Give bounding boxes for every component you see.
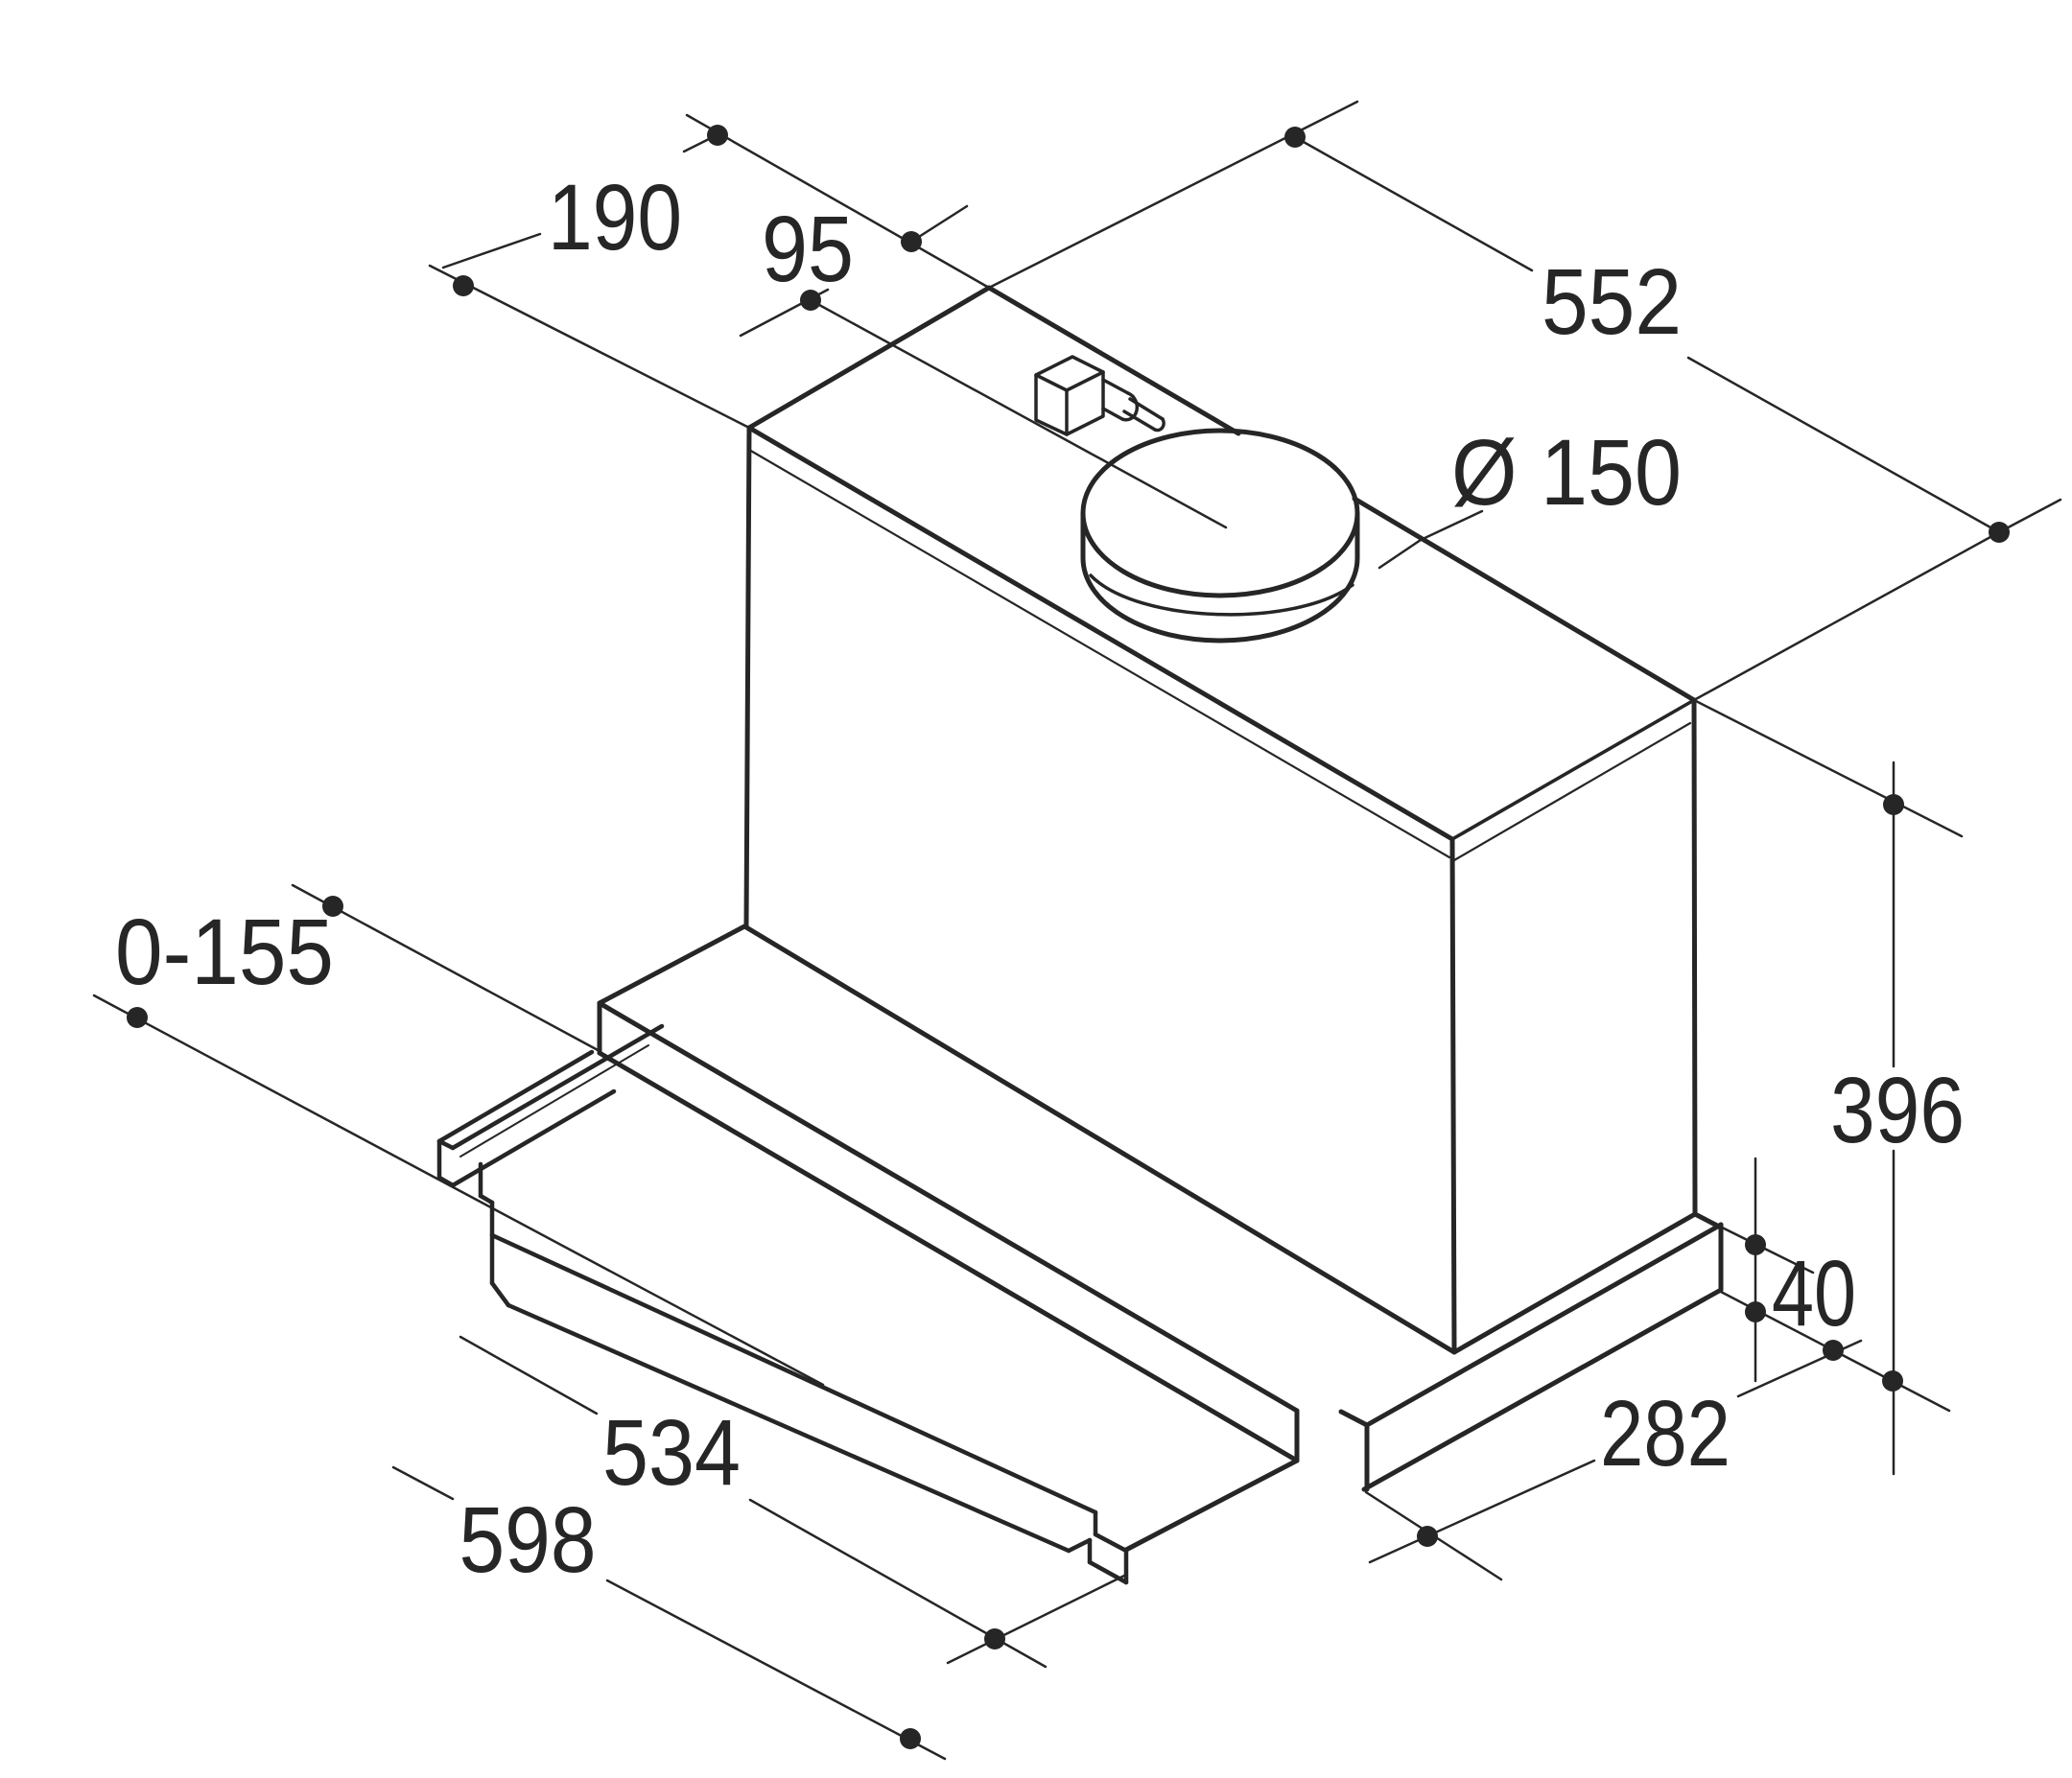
svg-text:95: 95 <box>762 197 854 301</box>
svg-text:396: 396 <box>1830 1058 1965 1162</box>
svg-text:534: 534 <box>602 1400 741 1505</box>
svg-text:190: 190 <box>548 165 682 269</box>
svg-text:282: 282 <box>1600 1381 1731 1486</box>
svg-text:Ø 150: Ø 150 <box>1451 420 1682 525</box>
svg-text:598: 598 <box>459 1487 597 1592</box>
svg-text:0-155: 0-155 <box>115 900 334 1004</box>
svg-text:40: 40 <box>1772 1241 1856 1345</box>
svg-text:552: 552 <box>1542 249 1682 354</box>
